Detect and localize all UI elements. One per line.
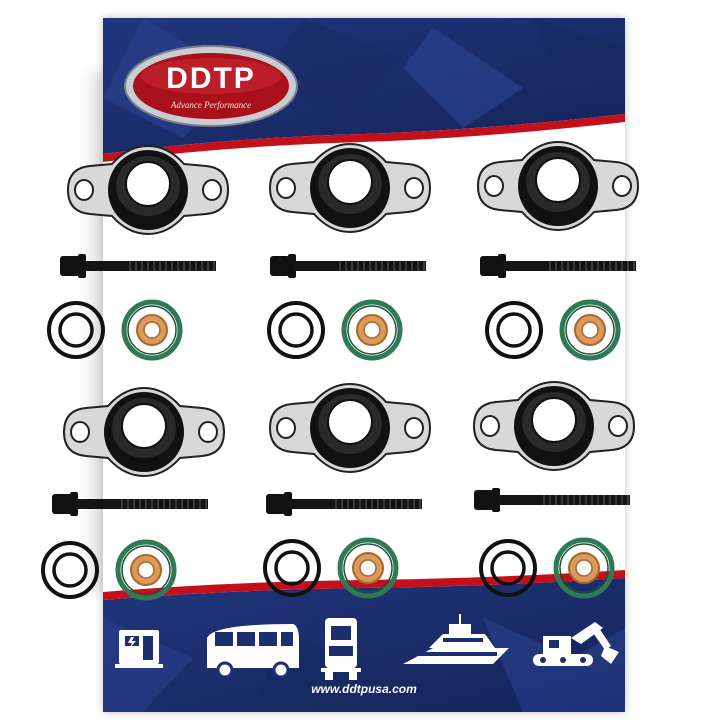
brand-name: DDTP — [166, 62, 256, 95]
seal-set-1 — [49, 302, 180, 358]
generator-icon — [115, 630, 163, 668]
bus-icon — [207, 624, 299, 679]
top-red-stripe — [103, 114, 625, 162]
brand-tagline: Advance Performance — [170, 100, 252, 110]
seal-set-5 — [265, 540, 396, 596]
injector-hold-down-6 — [473, 381, 635, 471]
package-bag: DDTP Advance Performance www.ddtpusa.com — [103, 18, 625, 712]
injector-hold-down-3 — [477, 141, 639, 231]
application-icons — [115, 614, 619, 680]
injector-hold-down-5 — [269, 383, 431, 473]
bolt-6 — [473, 487, 631, 513]
injector-hold-down-2 — [269, 143, 431, 233]
bolt-2 — [269, 253, 427, 279]
bolt-5 — [265, 491, 423, 517]
injector-hold-down-4 — [63, 387, 225, 477]
ddtp-logo-badge — [124, 45, 298, 127]
seal-set-2 — [269, 302, 400, 358]
truck-icon — [321, 618, 361, 680]
seal-set-6 — [481, 540, 612, 596]
bottom-blue-band — [103, 578, 625, 712]
seal-set-4 — [43, 542, 174, 598]
bolt-4 — [51, 491, 209, 517]
website-url: www.ddtpusa.com — [311, 682, 417, 696]
bolt-3 — [479, 253, 637, 279]
bolt-1 — [59, 253, 217, 279]
injector-hold-down-1 — [67, 145, 229, 235]
yacht-icon — [403, 614, 509, 664]
brand-logo: DDTP Advance Performance — [127, 50, 295, 122]
excavator-icon — [533, 622, 619, 666]
seal-set-3 — [487, 302, 618, 358]
